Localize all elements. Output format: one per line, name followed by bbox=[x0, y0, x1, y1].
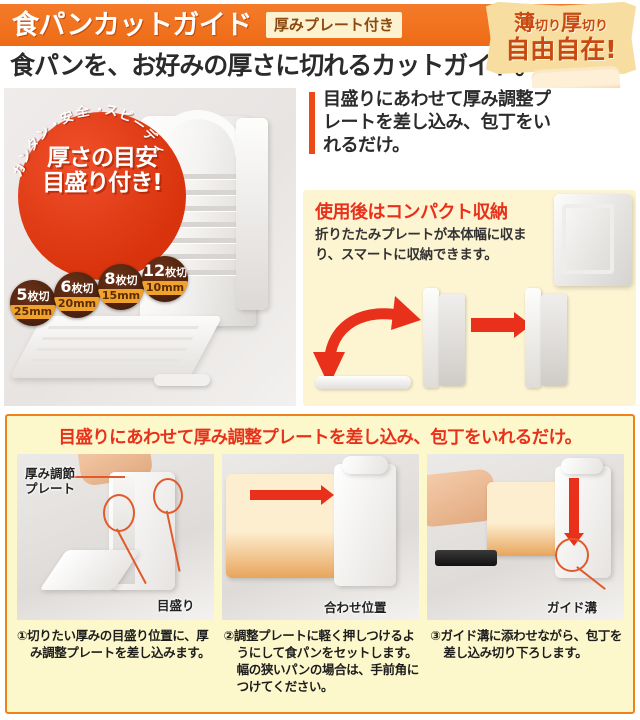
label-thickness-plate: 厚み調節 プレート bbox=[25, 466, 75, 496]
chip-count-row: 8枚切 bbox=[104, 271, 137, 287]
arc-char: ス bbox=[103, 102, 119, 120]
slot bbox=[150, 238, 246, 243]
unfolded-plate bbox=[315, 376, 411, 389]
step-caption-2: ②調整プレートに軽く押しつけるようにして食パンをセットします。幅の狭いパンの場合… bbox=[223, 628, 420, 694]
chip-unit: 枚切 bbox=[27, 290, 50, 304]
usage-summary-block: 目盛りにあわせて厚み調整プレートを差し込み、包丁をいれるだけ。 bbox=[303, 88, 636, 190]
push-direction-arrow-icon bbox=[250, 485, 334, 505]
label-guide-groove: ガイド溝 bbox=[547, 600, 598, 615]
label-thickness-plate-line1: 厚み調節 bbox=[25, 466, 76, 481]
chip-unit: 枚切 bbox=[115, 274, 138, 288]
usage-summary-text: 目盛りにあわせて厚み調整プレートを差し込み、包丁をいれるだけ。 bbox=[323, 89, 551, 157]
guide-body-photo bbox=[334, 464, 396, 586]
chip-unit: 枚切 bbox=[165, 266, 188, 280]
folded-plate-outline bbox=[562, 204, 614, 274]
guide-plate-1 bbox=[439, 294, 465, 386]
arc-char: 全 bbox=[75, 103, 91, 121]
thickness-chip: 6枚切 20mm bbox=[54, 272, 100, 318]
step-caption-row: ①切りたい厚みの目盛り位置に、厚み調整プレートを差し込みます。 ②調整プレートに… bbox=[17, 628, 629, 696]
thickness-chip-group: 5枚切 25mm 6枚切 20mm 8枚切 15mm 12枚切 10mm bbox=[6, 256, 202, 326]
guide-upright-2 bbox=[525, 288, 541, 388]
accent-bar bbox=[309, 92, 315, 154]
cut-direction-arrow-icon bbox=[564, 478, 584, 546]
arc-char: ・ bbox=[93, 103, 107, 118]
storage-description: 折りたたみプレートが本体幅に収まり、スマートに収納できます。 bbox=[315, 227, 527, 263]
header-feature-chip: 厚みプレート付き bbox=[265, 12, 402, 38]
cut-guide-base-tray bbox=[9, 316, 223, 378]
chip-mm: 20mm bbox=[54, 297, 100, 311]
label-thickness-plate-line2: プレート bbox=[25, 481, 76, 496]
thickness-chip: 12枚切 10mm bbox=[142, 256, 188, 302]
label-align-position: 合わせ位置 bbox=[324, 600, 387, 615]
chip-count: 8 bbox=[104, 269, 116, 289]
page-title: 食パンカットガイド bbox=[12, 9, 252, 41]
badge-thick-text: 厚 bbox=[561, 10, 582, 35]
guide-handle-photo bbox=[561, 458, 603, 474]
slot bbox=[150, 222, 246, 227]
step-caption-3: ③ガイド溝に添わせながら、包丁を差し込み切り下ろします。 bbox=[430, 628, 623, 660]
callout-circle-scale bbox=[153, 478, 183, 514]
compact-storage-block: 使用後はコンパクト収納 折りたたみプレートが本体幅に収まり、スマートに収納できま… bbox=[303, 190, 636, 406]
badge-line-2: 自由自在! bbox=[505, 34, 617, 64]
callout-circle-groove bbox=[555, 538, 589, 572]
thickness-chip: 8枚切 15mm bbox=[98, 264, 144, 310]
cut-guide-side-wing bbox=[236, 118, 268, 310]
slot bbox=[150, 206, 246, 211]
cut-guide-slots bbox=[150, 174, 246, 298]
thickness-chip: 5枚切 25mm bbox=[10, 280, 56, 326]
chip-count: 12 bbox=[142, 261, 166, 281]
guide-handle-photo bbox=[342, 456, 388, 474]
chip-count-row: 6枚切 bbox=[60, 279, 93, 295]
step-caption-1: ①切りたい厚みの目盛り位置に、厚み調整プレートを差し込みます。 bbox=[17, 628, 211, 660]
chip-mm: 15mm bbox=[98, 289, 144, 303]
callout-line-2: 目盛り付き! bbox=[42, 169, 163, 196]
slot bbox=[150, 270, 246, 275]
knife bbox=[435, 550, 497, 566]
chip-count: 5 bbox=[16, 285, 28, 305]
guide-upright-1 bbox=[423, 288, 439, 388]
badge-thin-text: 薄 bbox=[513, 10, 535, 35]
step-photo-3: ガイド溝 bbox=[427, 454, 624, 620]
callout-line-1: 厚さの目安 bbox=[47, 145, 158, 171]
storage-heading: 使用後はコンパクト収納 bbox=[315, 202, 508, 223]
product-main-photo: カ ン タ ン ・ 安 全 ・ ス ピ ー デ ィ 厚さの目安 目盛り付き! 5… bbox=[4, 88, 296, 406]
arc-tagline: カ ン タ ン ・ 安 全 ・ ス ピ ー デ ィ bbox=[8, 98, 198, 180]
slot bbox=[150, 254, 246, 259]
badge-line-1: 薄切り厚切り bbox=[513, 10, 609, 35]
cut-guide-foot bbox=[154, 374, 210, 386]
folded-product-photo bbox=[554, 194, 632, 286]
fold-straight-arrow-icon bbox=[471, 312, 531, 338]
free-thickness-badge: 薄切り厚切り 自由自在! bbox=[486, 2, 636, 74]
guide-plate-2 bbox=[541, 294, 567, 386]
tray-ribs bbox=[47, 326, 200, 329]
slot bbox=[150, 190, 246, 195]
bread-loaf bbox=[487, 482, 567, 556]
label-scale: 目盛り bbox=[157, 598, 195, 613]
chip-mm: 10mm bbox=[142, 281, 188, 295]
chip-count-row: 5枚切 bbox=[16, 287, 49, 303]
chip-count: 6 bbox=[60, 277, 72, 297]
subtitle: 食パンを、お好みの厚さに切れるカットガイド。 bbox=[10, 51, 540, 80]
chip-count-row: 12枚切 bbox=[143, 263, 187, 279]
callout-circle-plate bbox=[103, 494, 135, 532]
callout-leader-line bbox=[73, 476, 125, 478]
badge-thick-suffix: 切り bbox=[582, 18, 609, 34]
badge-thin-suffix: 切り bbox=[534, 18, 561, 34]
folding-diagram bbox=[303, 270, 636, 406]
callout-main-text: 厚さの目安 目盛り付き! bbox=[18, 146, 186, 196]
slot bbox=[150, 174, 246, 179]
thickness-scale-callout bbox=[18, 112, 186, 280]
chip-mm: 25mm bbox=[10, 305, 56, 319]
step-photo-row: 厚み調節 プレート 目盛り 合わせ位置 bbox=[17, 454, 625, 620]
steps-heading: 目盛りにあわせて厚み調整プレートを差し込み、包丁をいれるだけ。 bbox=[58, 428, 582, 448]
fold-curved-arrow-icon bbox=[313, 296, 421, 386]
chip-unit: 枚切 bbox=[71, 282, 94, 296]
step-photo-2: 合わせ位置 bbox=[222, 454, 419, 620]
step-photo-1: 厚み調節 プレート 目盛り bbox=[17, 454, 214, 620]
steps-section: 目盛りにあわせて厚み調整プレートを差し込み、包丁をいれるだけ。 厚み調節 プレー… bbox=[5, 414, 635, 714]
